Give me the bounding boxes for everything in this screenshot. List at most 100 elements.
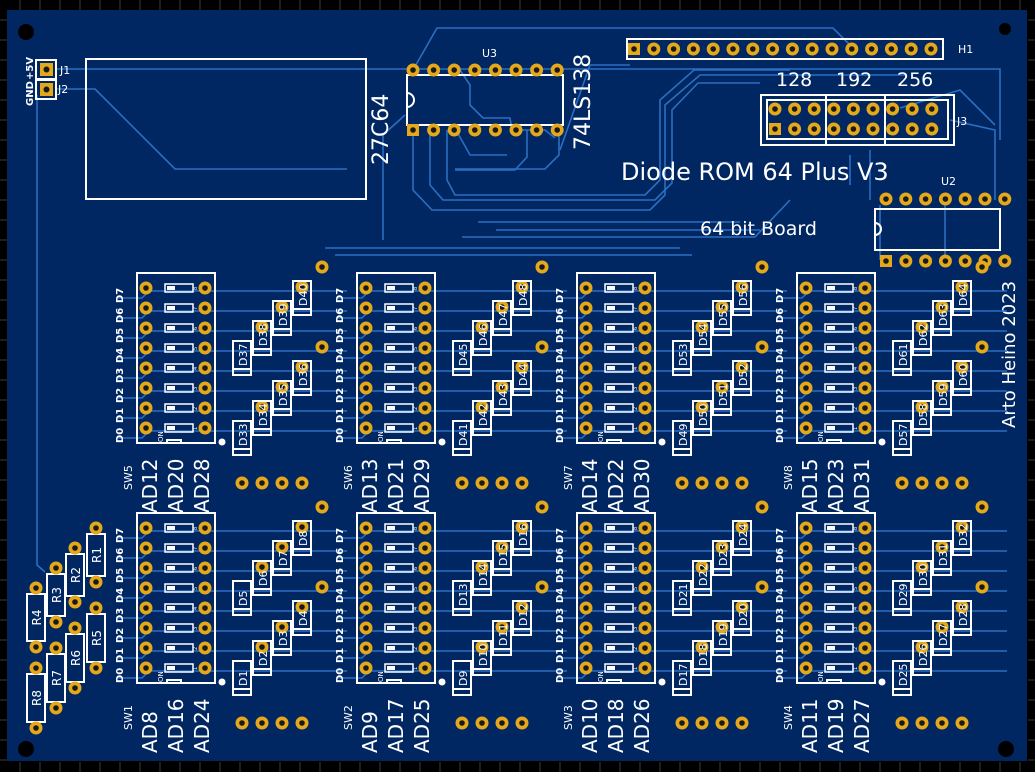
connector-j2[interactable]: J2: [35, 79, 68, 100]
switch-toggle-3[interactable]: 3: [359, 381, 432, 395]
diode-d63[interactable]: D63: [932, 280, 969, 336]
switch-toggle-2[interactable]: 2: [579, 401, 652, 415]
switch-toggle-4[interactable]: 4: [799, 601, 872, 615]
switch-toggle-3[interactable]: 3: [139, 621, 212, 635]
switch-toggle-8[interactable]: 8: [359, 521, 432, 535]
switch-toggle-3[interactable]: 3: [579, 381, 652, 395]
switch-toggle-6[interactable]: 6: [359, 561, 432, 575]
diode-d47[interactable]: D47: [492, 280, 529, 336]
diode-d26[interactable]: D26: [912, 620, 949, 676]
switch-toggle-4[interactable]: 4: [579, 361, 652, 375]
switch-toggle-2[interactable]: 2: [359, 641, 432, 655]
diode-d54[interactable]: D54: [692, 300, 729, 356]
diode-d22[interactable]: D22: [692, 540, 729, 596]
diode-d49[interactable]: D49: [672, 400, 709, 456]
diode-d53[interactable]: D53: [672, 320, 709, 376]
diode-d57[interactable]: D57: [892, 400, 929, 456]
jumper-block-j3[interactable]: 128 192 256 J3: [760, 69, 967, 146]
diode-d9[interactable]: D9: [452, 640, 489, 696]
diode-d4[interactable]: D4: [292, 580, 329, 636]
switch-toggle-6[interactable]: 6: [359, 321, 432, 335]
diode-d5[interactable]: D5: [232, 560, 269, 616]
diode-d39[interactable]: D39: [272, 280, 309, 336]
diode-d13[interactable]: D13: [452, 560, 489, 616]
diode-d36[interactable]: D36: [292, 340, 329, 396]
switch-toggle-1[interactable]: 1: [579, 661, 652, 675]
diode-d18[interactable]: D18: [692, 620, 729, 676]
switch-toggle-7[interactable]: 7: [799, 541, 872, 555]
switch-toggle-5[interactable]: 5: [139, 341, 212, 355]
switch-toggle-5[interactable]: 5: [359, 581, 432, 595]
switch-toggle-1[interactable]: 1: [579, 421, 652, 435]
switch-toggle-4[interactable]: 4: [139, 601, 212, 615]
switch-toggle-4[interactable]: 4: [799, 361, 872, 375]
switch-toggle-3[interactable]: 3: [139, 381, 212, 395]
diode-d42[interactable]: D42: [472, 380, 509, 436]
switch-toggle-8[interactable]: 8: [139, 281, 212, 295]
switch-toggle-4[interactable]: 4: [359, 601, 432, 615]
diode-d28[interactable]: D28: [952, 580, 989, 636]
header-h1[interactable]: H1: [626, 38, 973, 60]
switch-toggle-8[interactable]: 8: [799, 281, 872, 295]
switch-toggle-6[interactable]: 6: [579, 321, 652, 335]
diode-d59[interactable]: D59: [932, 360, 969, 416]
switch-toggle-7[interactable]: 7: [359, 541, 432, 555]
diode-d50[interactable]: D50: [692, 380, 729, 436]
switch-toggle-1[interactable]: 1: [359, 421, 432, 435]
diode-d2[interactable]: D2: [252, 620, 289, 676]
diode-d40[interactable]: D40: [292, 260, 329, 316]
diode-d25[interactable]: D25: [892, 640, 929, 696]
diode-d10[interactable]: D10: [472, 620, 509, 676]
diode-d24[interactable]: D24: [732, 500, 769, 556]
switch-toggle-3[interactable]: 3: [579, 621, 652, 635]
switch-toggle-5[interactable]: 5: [359, 341, 432, 355]
resistor-r4[interactable]: R4: [26, 581, 46, 654]
switch-toggle-8[interactable]: 8: [579, 521, 652, 535]
diode-d6[interactable]: D6: [252, 540, 289, 596]
diode-d17[interactable]: D17: [672, 640, 709, 696]
switch-toggle-2[interactable]: 2: [139, 641, 212, 655]
switch-toggle-1[interactable]: 1: [799, 661, 872, 675]
switch-toggle-8[interactable]: 8: [579, 281, 652, 295]
switch-toggle-7[interactable]: 7: [139, 541, 212, 555]
diode-d64[interactable]: D64: [952, 260, 989, 316]
diode-d48[interactable]: D48: [512, 260, 549, 316]
switch-toggle-5[interactable]: 5: [799, 341, 872, 355]
switch-toggle-2[interactable]: 2: [799, 641, 872, 655]
resistor-r8[interactable]: R8: [26, 661, 46, 735]
switch-toggle-3[interactable]: 3: [359, 621, 432, 635]
switch-toggle-5[interactable]: 5: [579, 341, 652, 355]
resistor-r5[interactable]: R5: [86, 601, 106, 675]
switch-toggle-7[interactable]: 7: [799, 301, 872, 315]
switch-toggle-1[interactable]: 1: [139, 661, 212, 675]
switch-toggle-4[interactable]: 4: [579, 601, 652, 615]
diode-d7[interactable]: D7: [272, 520, 309, 576]
diode-d16[interactable]: D16: [512, 500, 549, 556]
diode-d60[interactable]: D60: [952, 340, 989, 396]
diode-d46[interactable]: D46: [472, 300, 509, 356]
switch-toggle-1[interactable]: 1: [139, 421, 212, 435]
switch-toggle-5[interactable]: 5: [799, 581, 872, 595]
diode-d62[interactable]: D62: [912, 300, 949, 356]
diode-d38[interactable]: D38: [252, 300, 289, 356]
resistor-r7[interactable]: R7: [46, 641, 66, 715]
switch-toggle-2[interactable]: 2: [359, 401, 432, 415]
diode-d37[interactable]: D37: [232, 320, 269, 376]
switch-toggle-1[interactable]: 1: [359, 661, 432, 675]
diode-d51[interactable]: D51: [712, 360, 749, 416]
switch-toggle-3[interactable]: 3: [799, 621, 872, 635]
diode-d12[interactable]: D12: [512, 580, 549, 636]
switch-toggle-8[interactable]: 8: [359, 281, 432, 295]
eprom-27c64[interactable]: 27C64: [85, 58, 394, 200]
diode-d19[interactable]: D19: [712, 600, 749, 656]
chip-u2[interactable]: U2: [874, 175, 1012, 268]
switch-toggle-8[interactable]: 8: [139, 521, 212, 535]
diode-d61[interactable]: D61: [892, 320, 929, 376]
switch-toggle-8[interactable]: 8: [799, 521, 872, 535]
switch-toggle-2[interactable]: 2: [139, 401, 212, 415]
